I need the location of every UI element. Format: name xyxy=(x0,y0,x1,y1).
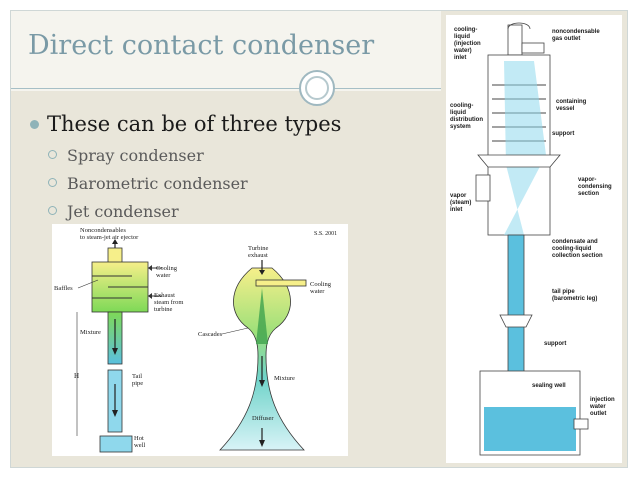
label-cascades: Cascades xyxy=(198,331,223,338)
support-bottom xyxy=(499,314,533,328)
cooling-water-header xyxy=(255,279,307,287)
label-hot-2: well xyxy=(134,442,145,449)
label-cooling-water-r1: Cooling xyxy=(310,281,332,288)
sub-bullet-text: Jet condenser xyxy=(67,202,179,221)
label-cooling-5: inlet xyxy=(454,55,466,61)
divider-ring-inner-icon xyxy=(305,76,329,100)
vapor-inlet xyxy=(475,174,491,202)
sub-bullet-item: Barometric condenser xyxy=(48,174,248,193)
label-collect-1: condensate and xyxy=(552,239,598,245)
label-tail-2: pipe xyxy=(132,380,143,387)
cooling-liquid-inlet-pipe xyxy=(507,24,523,56)
label-cooling-1: cooling- xyxy=(454,27,477,33)
sub-bullet-text: Spray condenser xyxy=(67,146,204,165)
flow-arrow-head xyxy=(112,410,118,417)
label-dist-2: liquid xyxy=(450,110,466,116)
condenser-diagram-left: S.S. 2001 Noncondensables to steam-jet a… xyxy=(52,224,348,456)
gas-outlet-pipe xyxy=(521,42,545,54)
label-cooling-water-2: water xyxy=(156,272,171,279)
label-noncond-2: gas outlet xyxy=(552,36,580,42)
label-tail-2: (barometric leg) xyxy=(552,296,597,302)
label-collect-3: collection section xyxy=(552,253,603,259)
vent-arrow-head xyxy=(112,239,118,244)
label-sealing: sealing well xyxy=(532,383,566,389)
hot-well xyxy=(99,435,133,453)
label-containing-2: vessel xyxy=(556,106,575,112)
bullet-dot-icon xyxy=(30,120,39,129)
condenser-diagram-right: cooling- liquid (injection water) inlet … xyxy=(446,15,622,463)
water-spray xyxy=(504,61,546,235)
label-vinlet-1: vapor xyxy=(450,193,467,199)
label-turbine-2: exhaust xyxy=(248,252,268,259)
label-cooling-water-r2: water xyxy=(310,288,325,295)
label-inj-1: injection xyxy=(590,397,615,403)
cooling-water-arrow xyxy=(148,265,152,271)
well-water xyxy=(484,407,576,451)
label-inj-3: outlet xyxy=(590,411,606,417)
label-exhaust-1: Exhaust xyxy=(154,292,175,299)
inlet-bend xyxy=(507,22,531,30)
sub-bullet-circle-icon xyxy=(48,178,57,187)
sub-bullet-item: Jet condenser xyxy=(48,202,179,221)
label-cooling-4: water) xyxy=(453,48,472,54)
cascade-jet xyxy=(256,288,268,344)
label-diffuser: Diffuser xyxy=(252,415,274,422)
label-vapor-1: vapor- xyxy=(578,177,596,183)
diffuser-arrow-head xyxy=(259,440,265,447)
title-band xyxy=(11,11,441,91)
label-support-bottom: support xyxy=(544,341,566,347)
label-vinlet-3: inlet xyxy=(450,207,462,213)
label-turbine-1: Turbine xyxy=(248,245,268,252)
label-tail-1: tail pipe xyxy=(552,289,575,295)
label-exhaust-3: turbine xyxy=(154,306,173,313)
sub-bullet-circle-icon xyxy=(48,206,57,215)
sub-bullet-circle-icon xyxy=(48,150,57,159)
exhaust-arrow xyxy=(148,293,152,299)
label-collect-2: cooling-liquid xyxy=(552,246,592,252)
label-containing-1: containing xyxy=(556,99,587,105)
main-bullet: These can be of three types xyxy=(47,112,342,136)
label-noncond-1: noncondensable xyxy=(552,29,600,35)
label-support-top: support xyxy=(552,131,574,137)
label-to-ejector: to steam-jet air ejector xyxy=(80,234,139,241)
label-cooling-2: liquid xyxy=(454,34,470,40)
label-noncondensables: Noncondensables xyxy=(80,227,126,234)
slide-title: Direct contact condenser xyxy=(28,30,375,61)
label-inj-2: water xyxy=(589,404,606,410)
cascades-leader xyxy=(221,327,249,335)
support-top xyxy=(477,154,561,168)
label-tail-1: Tail xyxy=(132,373,142,380)
label-mixture-right: Mixture xyxy=(274,375,295,382)
label-h: H xyxy=(74,372,79,380)
label-dist-4: system xyxy=(450,124,471,130)
label-dist-3: distribution xyxy=(450,117,483,123)
baffles-leader xyxy=(77,279,99,289)
figure-stamp: S.S. 2001 xyxy=(314,231,337,237)
label-cooling-water-1: Cooling xyxy=(156,265,178,272)
sub-bullet-item: Spray condenser xyxy=(48,146,204,165)
exhaust-in-arrow-head xyxy=(259,270,265,275)
label-baffles: Baffles xyxy=(54,285,73,292)
sub-bullet-text: Barometric condenser xyxy=(67,174,248,193)
label-cooling-3: (injection xyxy=(454,41,481,47)
title-divider xyxy=(11,88,441,89)
label-mixture-left: Mixture xyxy=(80,329,101,336)
label-exhaust-2: steam from xyxy=(154,299,183,306)
label-vapor-3: section xyxy=(578,191,599,197)
mixture-arrow-head xyxy=(259,380,265,387)
label-dist-1: cooling- xyxy=(450,103,473,109)
label-vinlet-2: (steam) xyxy=(450,200,471,206)
flow-arrow-head xyxy=(112,348,118,355)
injection-water-outlet xyxy=(573,418,589,430)
label-hot-1: Hot xyxy=(134,435,144,442)
label-vapor-2: condensing xyxy=(578,184,612,190)
